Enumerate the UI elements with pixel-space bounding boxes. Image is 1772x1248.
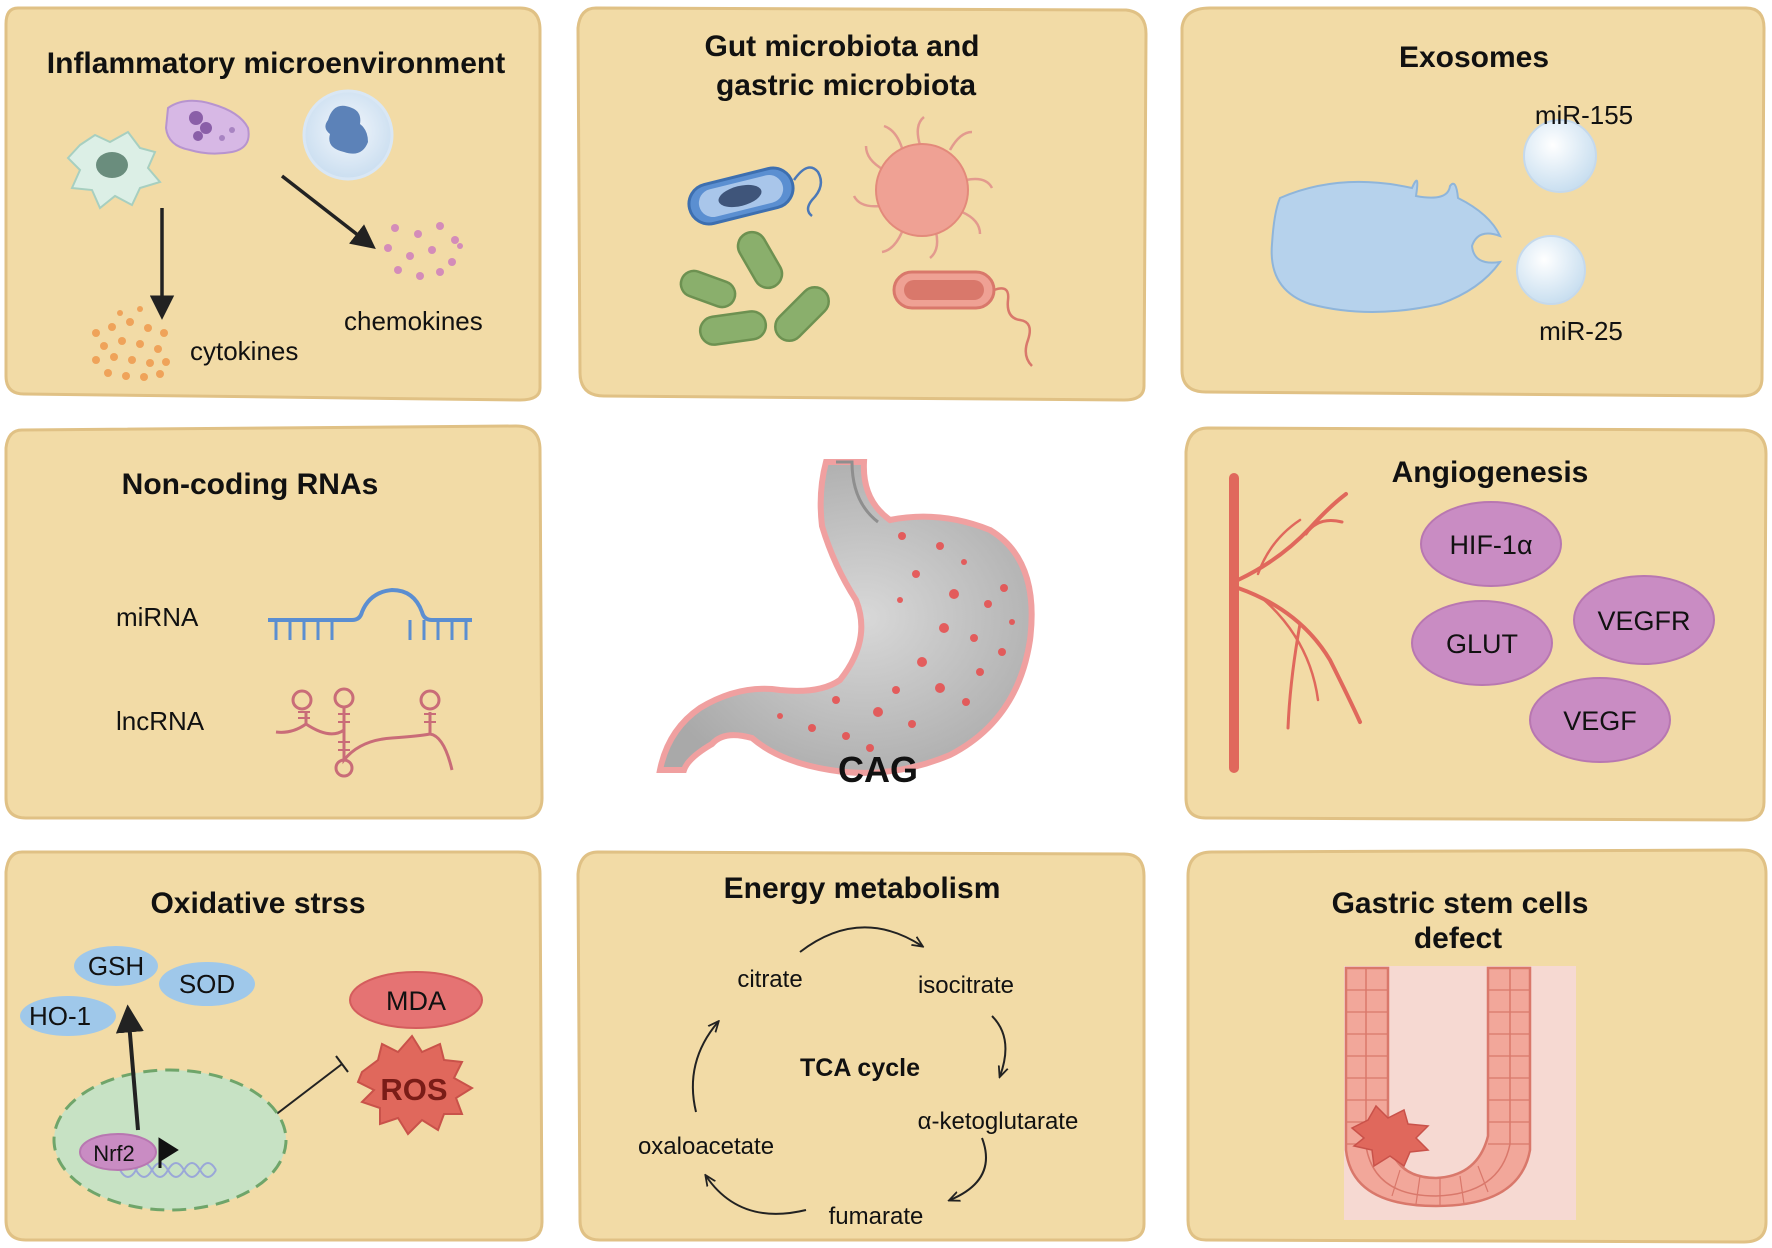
panel-exosomes: Exosomes miR-155 miR-25 [1180, 6, 1766, 398]
panel-inflammatory-bg [4, 6, 542, 402]
label-ros: ROS [380, 1072, 447, 1107]
label-oxaloacetate: oxaloacetate [638, 1133, 774, 1160]
panel-microbiota-title-1: Gut microbiota and [704, 30, 979, 63]
label-vegfr: VEGFR [1597, 606, 1690, 636]
ros-burst-icon [356, 1034, 474, 1136]
arrow-to-ho1 [115, 1004, 144, 1131]
label-ho1: HO-1 [29, 1001, 91, 1031]
panel-oxidative: Oxidative strss GSH SOD HO-1 MDA ROS Nrf… [4, 850, 544, 1242]
panel-microbiota: Gut microbiota and gastric microbiota [576, 6, 1148, 402]
label-cag: CAG [838, 749, 918, 790]
label-gsh: GSH [88, 951, 144, 981]
vegf-ellipse [1529, 677, 1671, 763]
panel-energy-bg [576, 850, 1146, 1242]
panel-noncoding-title: Non-coding RNAs [122, 468, 379, 501]
panel-stemcells: Gastric stem cells defect [1186, 848, 1768, 1244]
stomach-illustration: CAG [656, 459, 1035, 790]
panel-noncoding: Non-coding RNAs miRNA lncRNA [4, 424, 544, 820]
label-akg: α-ketoglutarate [918, 1108, 1079, 1135]
neutrophil-icon [302, 89, 394, 181]
exosome-vesicle-lower [1516, 235, 1586, 305]
mirna-structure-icon [268, 587, 472, 640]
inflammation-spots [777, 532, 1015, 752]
blood-vessel-icon [1229, 473, 1362, 773]
flagellated-bacterium-icon [892, 270, 1033, 367]
label-isocitrate: isocitrate [918, 972, 1014, 999]
label-mir155: miR-155 [1535, 100, 1633, 130]
arrow-to-chemokines [280, 174, 376, 250]
lncrna-structure-icon [275, 687, 454, 778]
panel-energy-title: Energy metabolism [724, 872, 1001, 905]
exosome-parent-cell [1270, 179, 1503, 313]
panel-energy: Energy metabolism citrate isocitrate TCA… [576, 850, 1146, 1242]
label-cytokines: cytokines [190, 336, 298, 366]
panel-angiogenesis-title: Angiogenesis [1392, 456, 1589, 489]
dendritic-cell-icon [66, 130, 162, 210]
panel-oxidative-title: Oxidative strss [150, 887, 365, 920]
nrf2-ellipse [79, 1133, 157, 1171]
label-glut: GLUT [1446, 629, 1518, 659]
tca-cycle-arrows [691, 926, 1006, 1215]
promoter-arrow-icon [158, 1137, 179, 1168]
ho1-ellipse [20, 996, 116, 1036]
panel-angiogenesis: Angiogenesis HIF-1α GLUT VEGFR VEGF [1184, 426, 1768, 822]
exosome-vesicle-upper [1523, 119, 1597, 193]
label-hif: HIF-1α [1449, 530, 1532, 560]
label-fumarate: fumarate [829, 1203, 924, 1230]
label-vegf: VEGF [1563, 706, 1637, 736]
label-mda: MDA [386, 986, 446, 1016]
label-lncrna: lncRNA [116, 706, 205, 736]
chemokine-dots [384, 222, 463, 280]
damaged-stem-cell-icon [1350, 1104, 1430, 1168]
mda-ellipse [349, 971, 483, 1029]
label-nrf2: Nrf2 [93, 1141, 135, 1166]
panel-inflammatory: Inflammatory microenvironment [4, 6, 542, 402]
nucleus-icon [52, 1068, 288, 1212]
label-chemokines: chemokines [344, 306, 483, 336]
hif-ellipse [1420, 501, 1562, 587]
label-mir25: miR-25 [1539, 316, 1623, 346]
stomach-outline [656, 459, 1035, 776]
label-citrate: citrate [737, 966, 802, 993]
gastric-gland-icon [1344, 966, 1532, 1208]
glut-ellipse [1411, 600, 1553, 686]
panel-exosomes-title: Exosomes [1399, 41, 1549, 74]
panel-stemcells-title-2: defect [1414, 922, 1502, 955]
dna-icon [119, 1162, 217, 1178]
red-coccus-icon [852, 116, 994, 259]
inhibition-bar [335, 1055, 349, 1073]
blue-bacterium-icon [687, 166, 823, 226]
panel-stemcells-title-1: Gastric stem cells [1332, 887, 1589, 920]
cytokine-dots [92, 306, 170, 381]
vegfr-ellipse [1573, 575, 1715, 665]
macrophage-icon [164, 99, 250, 155]
label-tca: TCA cycle [800, 1054, 920, 1082]
label-sod: SOD [179, 969, 235, 999]
green-bacteria-icon [679, 230, 830, 346]
sod-ellipse [159, 962, 255, 1006]
panel-inflammatory-title: Inflammatory microenvironment [47, 47, 505, 80]
panel-microbiota-title-2: gastric microbiota [716, 69, 976, 102]
label-mirna: miRNA [116, 602, 199, 632]
gsh-ellipse [74, 946, 158, 986]
